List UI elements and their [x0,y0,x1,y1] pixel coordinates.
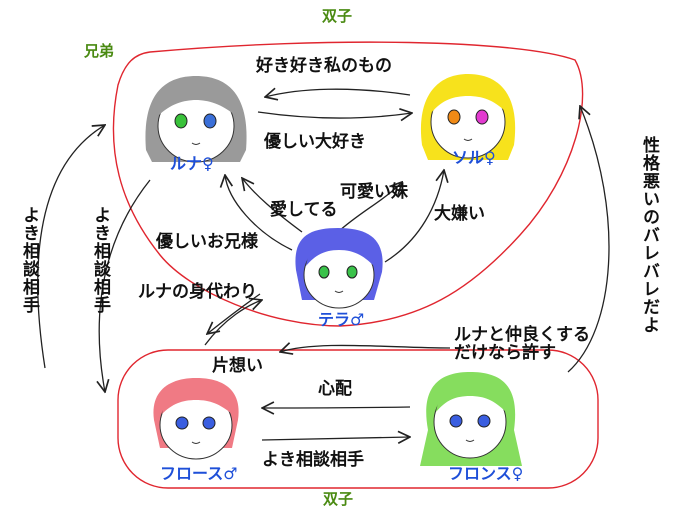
group-label-twins-top: 双子 [322,7,353,25]
name-frost: フロース♂ [160,464,238,483]
sol-portrait [420,74,516,160]
label-tera-to-sol: 大嫌い [434,204,485,224]
tera-left-eye [318,265,330,279]
label-left-inner: よき相談相手 [90,206,110,314]
label-sol-to-luna: 好き好き私のもの [256,56,392,76]
name-sol: ソル♀ [452,148,496,167]
arrow-right-side [567,106,610,373]
label-left-outer: よき相談相手 [19,206,39,314]
tera-portrait [295,228,383,309]
luna-portrait [145,76,247,163]
group-label-siblings: 兄弟 [84,42,115,60]
arrow-frons-to-frost [262,407,411,408]
frons-portrait [420,372,522,466]
arrow-tera-to-luna-love [242,178,303,233]
arrow-luna-to-sol [257,112,412,118]
arrow-tera-to-luna-kind [225,175,293,251]
arrow-frons-to-tera [280,345,451,352]
frons-right-eye [477,414,491,428]
arrow-frost-to-tera [204,300,262,346]
siblings-boundary [112,41,584,327]
arrow-sol-to-tera [337,182,402,233]
luna-left-eye [174,113,188,129]
label-frons-to-frost: 心配 [318,379,352,399]
arrow-left-outer [37,125,105,369]
frost-portrait [153,378,239,460]
arrow-frost-to-frons [261,437,410,440]
label-tera-to-luna-kind: 優しいお兄様 [156,232,258,252]
name-luna: ルナ♀ [170,154,214,173]
name-tera: テラ♂ [318,310,365,329]
label-frost-to-tera: 片想い [212,356,263,376]
sol-right-eye [475,109,489,125]
twins-bottom-boundary [117,349,599,489]
label-frons-to-tera: ルナと仲良くする だけなら許す [454,325,590,363]
group-label-twins-bottom: 双子 [323,490,354,508]
frons-left-eye [449,414,463,428]
arrow-sol-to-luna [265,89,411,97]
name-frons: フロンス♀ [448,464,524,483]
label-luna-to-sol: 優しい大好き [264,132,366,152]
arrow-tera-to-sol [384,170,444,263]
tera-right-eye [346,265,358,279]
label-frost-to-frons: よき相談相手 [262,450,364,470]
label-sol-to-tera: 可愛い妹 [340,182,408,202]
frost-right-eye [202,416,216,430]
label-right-side: 性格悪いのバレバレだよ [639,136,659,334]
frost-left-eye [175,416,189,430]
sol-left-eye [447,109,461,125]
arrow-left-inner [99,179,151,392]
label-tera-to-luna-love: 愛してる [270,200,338,220]
luna-right-eye [203,113,217,129]
label-luna-substitute: ルナの身代わり [138,282,257,302]
